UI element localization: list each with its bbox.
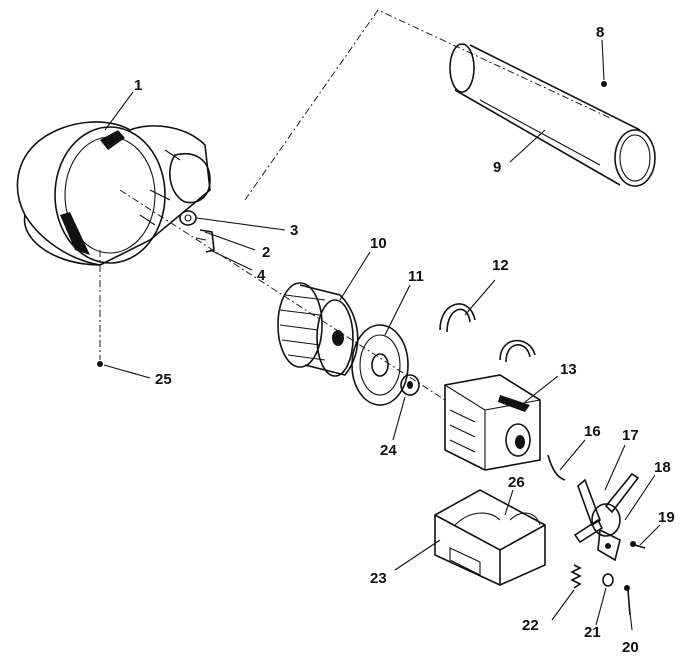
clip-part [195,229,215,253]
nut-part-21 [602,573,614,587]
label-part-22: 22 [522,617,539,634]
leader-lines [103,39,661,631]
label-part-21: 21 [584,624,601,641]
alignment-lines [99,9,611,401]
label-part-23: 23 [370,570,387,587]
blower-housing [16,121,211,266]
label-part-18: 18 [654,459,671,476]
bearing-part [179,210,197,226]
fan-blade [573,472,640,544]
part-labels: 1 2 3 4 8 9 10 11 12 13 16 17 18 19 20 2… [134,24,675,656]
spring-part [570,564,582,589]
label-part-3: 3 [290,222,298,239]
label-part-16: 16 [584,423,601,440]
screw-part-19 [630,541,646,549]
label-part-25: 25 [155,371,172,388]
label-part-12: 12 [492,257,509,274]
hub-part [597,528,621,562]
motor-bracket [434,489,546,586]
screw-part-25 [97,361,103,367]
motor-strap-lower [499,339,536,363]
label-part-4: 4 [257,267,266,284]
label-part-19: 19 [658,509,675,526]
label-part-11: 11 [408,268,424,285]
label-part-8: 8 [596,24,604,41]
drive-motor [444,374,541,471]
screw-part-8 [601,81,607,87]
label-part-17: 17 [622,427,639,444]
label-part-13: 13 [560,361,577,378]
label-part-26: 26 [508,474,525,491]
label-part-24: 24 [380,442,397,459]
screw-part-20 [624,585,631,616]
pulley-disc [351,324,409,406]
label-part-9: 9 [493,159,501,176]
coupling-part [400,374,420,396]
motor-strap-upper [439,303,476,333]
blower-wheel [277,282,359,377]
spring-clip [547,454,566,481]
label-part-1: 1 [134,77,142,94]
label-part-10: 10 [370,235,387,252]
drum-tube [449,43,656,187]
label-part-20: 20 [622,639,639,656]
label-part-2: 2 [262,244,270,261]
